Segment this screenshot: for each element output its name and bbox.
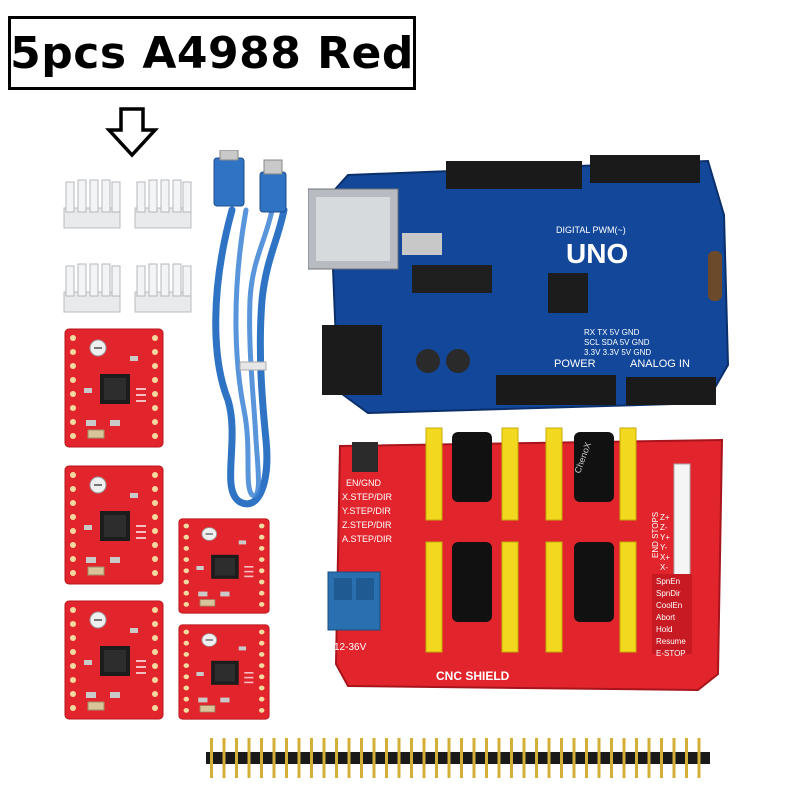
header-pin xyxy=(672,738,676,778)
heatsink xyxy=(134,263,192,313)
cnc-shield: CNC SHIELD 12-36V EN/GND X.STEP/DIR Y.ST… xyxy=(327,427,724,692)
axis-label-4: X+ xyxy=(660,553,670,562)
title-text: 5pcs A4988 Red xyxy=(10,27,414,79)
header-pin xyxy=(335,738,338,778)
axis-label-0: Z+ xyxy=(660,513,670,522)
axis-label-2: Y+ xyxy=(660,533,670,542)
control-label-4: Hold xyxy=(656,625,672,634)
cnc-shield-label: CNC SHIELD xyxy=(436,669,510,683)
uno-board: UNO DIGITAL PWM(~) POWER ANALOG IN RX TX… xyxy=(308,155,730,415)
cnc-left-label-0: EN/GND xyxy=(346,478,382,488)
header-pin xyxy=(410,738,413,778)
control-label-2: CoolEn xyxy=(656,601,682,610)
down-outline-arrow-icon xyxy=(105,107,159,158)
a4988-driver xyxy=(64,600,164,720)
control-label-5: Resume xyxy=(656,637,686,646)
uno-silk-analog: ANALOG IN xyxy=(630,358,690,370)
heatsink xyxy=(63,179,121,229)
header-pin xyxy=(222,738,226,778)
axis-label-3: Y- xyxy=(660,543,668,552)
header-pin xyxy=(635,738,638,778)
header-pin xyxy=(285,738,288,778)
header-pin xyxy=(435,738,438,778)
axis-label-5: X- xyxy=(660,563,668,572)
header-pin xyxy=(660,738,663,778)
a4988-driver xyxy=(178,518,270,614)
header-pin xyxy=(235,738,238,778)
header-pin xyxy=(685,738,688,778)
header-pin xyxy=(597,738,601,778)
cnc-left-label-2: Y.STEP/DIR xyxy=(342,506,391,516)
uno-silk-right1: RX TX 5V GND xyxy=(584,328,640,337)
cnc-left-label-3: Z.STEP/DIR xyxy=(342,520,392,530)
control-label-3: Abort xyxy=(656,613,676,622)
header-pin xyxy=(347,738,351,778)
header-pin xyxy=(472,738,476,778)
uno-silk-power: POWER xyxy=(554,358,596,370)
header-pin xyxy=(272,738,276,778)
uno-silk-right3: 3.3V 3.3V 5V GND xyxy=(584,348,651,357)
header-pin xyxy=(460,738,463,778)
header-pin xyxy=(397,738,401,778)
header-pin xyxy=(485,738,488,778)
header-pin xyxy=(497,738,501,778)
end-stops-label: END STOPS xyxy=(651,512,660,558)
header-pin xyxy=(260,738,263,778)
usb-cable xyxy=(212,150,288,508)
header-pin xyxy=(610,738,613,778)
header-pin xyxy=(247,738,251,778)
title-box: 5pcs A4988 Red xyxy=(8,16,416,90)
control-label-1: SpnDir xyxy=(656,589,681,598)
control-label-0: SpnEn xyxy=(656,577,680,586)
header-pin xyxy=(372,738,376,778)
cnc-left-label-4: A.STEP/DIR xyxy=(342,534,393,544)
header-pin xyxy=(585,738,588,778)
header-pin xyxy=(560,738,563,778)
header-pin xyxy=(622,738,626,778)
uno-silk-right2: SCL SDA 5V GND xyxy=(584,338,650,347)
header-pin xyxy=(522,738,526,778)
header-pin xyxy=(210,738,213,778)
uno-logo: UNO xyxy=(566,238,628,269)
a4988-driver xyxy=(178,624,270,720)
header-pin xyxy=(310,738,313,778)
heatsink xyxy=(134,179,192,229)
axis-label-1: Z- xyxy=(660,523,668,532)
header-pin xyxy=(447,738,451,778)
header-pin xyxy=(360,738,363,778)
header-pin xyxy=(385,738,388,778)
header-pin xyxy=(647,738,651,778)
a4988-driver xyxy=(64,465,164,585)
header-pin xyxy=(572,738,576,778)
heatsink xyxy=(63,263,121,313)
a4988-driver xyxy=(64,328,164,448)
header-pin xyxy=(697,738,701,778)
uno-silk-top: DIGITAL PWM(~) xyxy=(556,225,626,235)
header-pin xyxy=(322,738,326,778)
pin-header-strip xyxy=(206,738,710,778)
header-pin xyxy=(422,738,426,778)
header-pin xyxy=(535,738,538,778)
header-pin xyxy=(297,738,301,778)
header-pin xyxy=(547,738,551,778)
terminal-label: 12-36V xyxy=(334,642,367,653)
control-label-6: E-STOP xyxy=(656,649,686,658)
header-pin xyxy=(510,738,513,778)
cnc-left-label-1: X.STEP/DIR xyxy=(342,492,393,502)
